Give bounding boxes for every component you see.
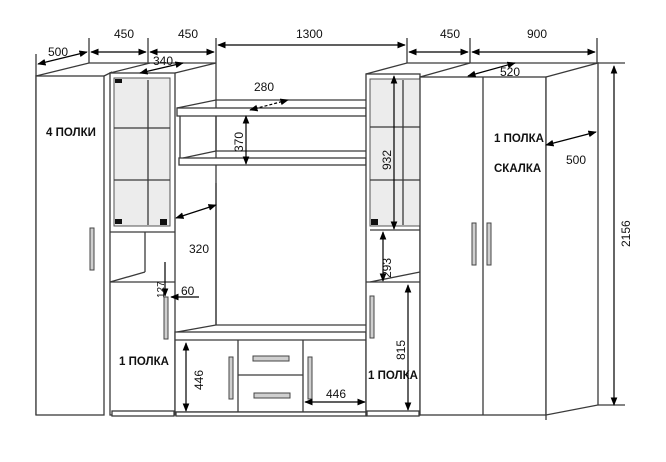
handle-icon (89, 227, 95, 271)
handle-icon (228, 356, 234, 400)
glass-cabinet (109, 62, 217, 417)
dim-glass-height: 932 (380, 150, 394, 170)
drawer-handle-icon (253, 392, 291, 399)
dim-center-width: 1300 (296, 27, 323, 41)
dim-wardrobe-inner-depth: 520 (500, 65, 520, 79)
dim-wardrobe-depth: 500 (566, 153, 586, 167)
wardrobe (419, 62, 599, 420)
dim-glass-depth: 340 (153, 54, 173, 68)
dim-col1-width: 450 (114, 27, 134, 41)
label-left-lower: 1 ПОЛКА (119, 356, 169, 368)
dim-shelf-depth: 280 (254, 80, 274, 94)
dim-niche-height: 293 (380, 258, 394, 278)
tv-unit (174, 324, 367, 417)
handle-icon (486, 222, 492, 266)
dimension-lines (35, 38, 625, 412)
dim-tv-height: 446 (192, 370, 206, 390)
handle-icon (307, 356, 313, 400)
dim-left-depth: 500 (48, 45, 68, 59)
dim-center-depth: 320 (189, 242, 209, 256)
label-left-cabinet: 4 ПОЛКИ (46, 127, 96, 139)
dim-wardrobe-width: 900 (527, 27, 547, 41)
dim-small-offset: 127 (156, 281, 167, 298)
dim-handle-offset: 60 (181, 284, 195, 298)
handle-icon (471, 222, 477, 266)
left-cabinet (35, 62, 150, 416)
drawer-handle-icon (252, 355, 290, 362)
dim-total-height: 2156 (619, 220, 633, 247)
label-wardrobe-rod: СКАЛКА (494, 163, 541, 175)
dim-col2-width: 450 (178, 27, 198, 41)
handle-icon (369, 295, 375, 339)
wall-shelf (176, 99, 367, 166)
dim-tv-door-width: 446 (326, 387, 346, 401)
dim-col4-width: 450 (440, 27, 460, 41)
glass-door (113, 77, 171, 227)
label-wardrobe-shelf: 1 ПОЛКА (494, 133, 544, 145)
dim-shelf-height: 370 (232, 132, 246, 152)
dim-door-height: 815 (394, 340, 408, 360)
handle-icon (163, 296, 169, 340)
label-right-lower: 1 ПОЛКА (368, 370, 418, 382)
